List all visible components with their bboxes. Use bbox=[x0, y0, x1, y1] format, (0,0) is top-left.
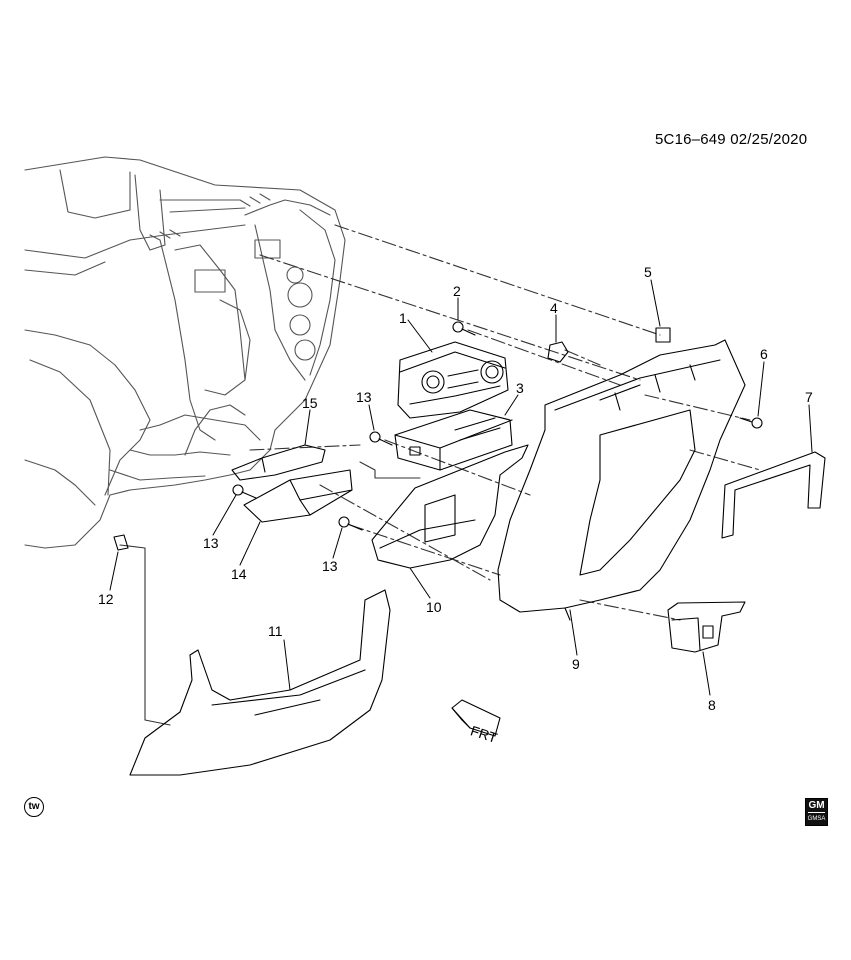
front-direction-arrow bbox=[451, 699, 501, 737]
part-8-switch-bracket bbox=[667, 601, 746, 653]
part-12-clip bbox=[113, 534, 129, 551]
callout-9: 9 bbox=[572, 656, 580, 672]
callout-10: 10 bbox=[426, 599, 442, 615]
part-3-receiver bbox=[394, 409, 513, 471]
callout-leaders bbox=[109, 279, 813, 696]
reference-lines bbox=[249, 224, 761, 621]
callout-8: 8 bbox=[708, 697, 716, 713]
callout-12: 12 bbox=[98, 591, 114, 607]
part-14-module-bracket bbox=[243, 469, 353, 523]
part-10-mounting-bracket bbox=[371, 444, 529, 569]
part-9-console-trim-panel bbox=[497, 339, 746, 621]
callout-6: 6 bbox=[760, 346, 768, 362]
callout-labels: 1 2 3 4 5 6 7 8 9 10 11 12 13 13 13 14 1… bbox=[98, 264, 813, 746]
part-13-screws bbox=[232, 431, 393, 531]
instrument-panel-structure bbox=[24, 156, 346, 549]
callout-2: 2 bbox=[453, 283, 461, 299]
callout-7: 7 bbox=[805, 389, 813, 405]
callout-14: 14 bbox=[231, 566, 247, 582]
part-2-screw bbox=[452, 321, 476, 336]
part-6-screw bbox=[739, 417, 763, 429]
callout-13-bottom: 13 bbox=[322, 558, 338, 574]
part-5-clip bbox=[655, 327, 671, 343]
callout-1: 1 bbox=[399, 310, 407, 326]
gm-logo: GM GMSA bbox=[805, 798, 828, 826]
gm-logo-bottom: GMSA bbox=[807, 816, 826, 822]
solid-leader-lines bbox=[119, 461, 421, 726]
tw-logo: tw bbox=[24, 797, 44, 817]
part-15-sensor-module bbox=[231, 444, 326, 481]
callout-4: 4 bbox=[550, 300, 558, 316]
part-7-trim-strip bbox=[721, 451, 826, 539]
callout-13-left: 13 bbox=[203, 535, 219, 551]
callout-13-top: 13 bbox=[356, 389, 372, 405]
callout-11: 11 bbox=[268, 623, 283, 639]
callout-5: 5 bbox=[644, 264, 652, 280]
part-1-control-module bbox=[397, 341, 509, 419]
gm-logo-top: GM bbox=[808, 800, 825, 813]
diagram-code: 5C16–649 02/25/2020 bbox=[655, 131, 808, 148]
part-11-side-trim bbox=[129, 589, 391, 776]
frt-label: FRT bbox=[469, 722, 500, 746]
part-4-clip bbox=[547, 341, 569, 363]
callout-15: 15 bbox=[302, 395, 318, 411]
callout-3: 3 bbox=[516, 380, 524, 396]
